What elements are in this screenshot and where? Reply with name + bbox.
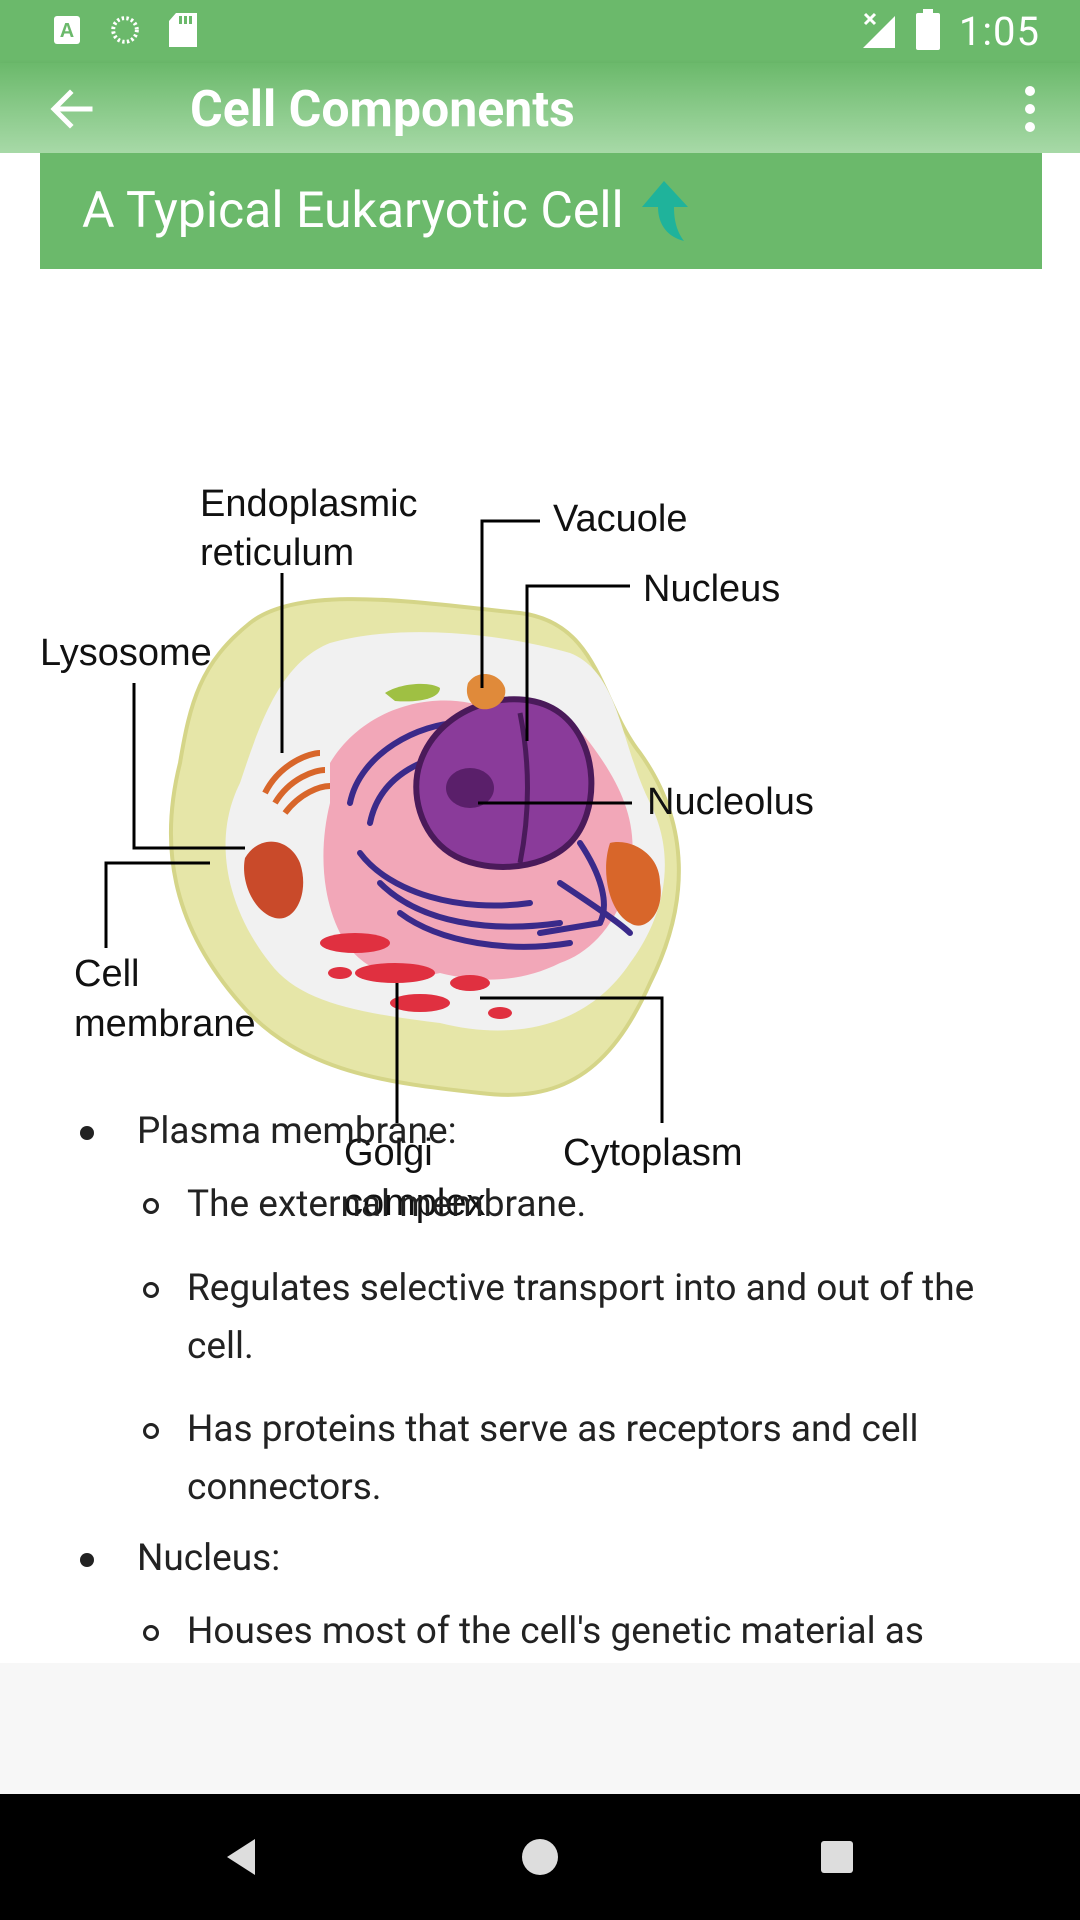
content-scroll[interactable]: A Typical Eukaryotic Cell: [0, 153, 1080, 1663]
text-a-icon: A: [52, 12, 82, 48]
label-lysosome: Lysosome: [40, 632, 212, 674]
label-reticulum: reticulum: [200, 532, 354, 574]
bullet-circle: [143, 1282, 159, 1298]
label-golgi: Golgi: [344, 1132, 433, 1174]
bottom-banner-area: [0, 1663, 1080, 1794]
nav-home-button[interactable]: [510, 1827, 570, 1887]
arrow-left-icon: [50, 89, 93, 129]
list-heading: Nucleus:: [137, 1537, 281, 1580]
label-endoplasmic: Endoplasmic: [200, 483, 418, 525]
label-cell: Cell: [74, 953, 139, 995]
arrow-up-icon[interactable]: [638, 179, 690, 243]
bullet-dot: [80, 1126, 94, 1140]
overflow-menu-button[interactable]: [1010, 83, 1050, 135]
label-vacuole: Vacuole: [553, 498, 688, 540]
bullet-dot: [80, 1553, 94, 1567]
section-header: A Typical Eukaryotic Cell: [40, 153, 1042, 269]
back-button[interactable]: [46, 83, 98, 135]
battery-icon: [915, 8, 941, 55]
label-complex: complex: [344, 1182, 486, 1224]
golgi-er-lines: [262, 750, 331, 815]
list-subitem-text: Regulates selective transport into and o…: [187, 1267, 975, 1368]
home-circle-icon: [522, 1839, 558, 1875]
list-subitem-text: Has proteins that serve as receptors and…: [187, 1408, 919, 1509]
list-heading: Plasma membrane:: [137, 1110, 457, 1153]
green-organelle: [385, 683, 440, 702]
status-bar: A 1:05: [0, 0, 1080, 63]
page-title: Cell Components: [190, 81, 575, 139]
list-subitem-text: Houses most of the cell's genetic materi…: [187, 1610, 924, 1653]
circle-loading-icon: [110, 12, 140, 48]
bullet-circle: [143, 1423, 159, 1439]
status-time: 1:05: [958, 8, 1040, 55]
bullet-circle: [143, 1198, 159, 1214]
system-nav-bar: [0, 1794, 1080, 1920]
bullet-circle: [143, 1625, 159, 1641]
signal-off-icon: [861, 10, 897, 54]
nucleus: [413, 696, 595, 870]
label-nucleus: Nucleus: [643, 568, 780, 610]
back-triangle-icon: [227, 1839, 255, 1875]
sd-card-icon: [168, 12, 198, 48]
label-cytoplasm: Cytoplasm: [563, 1132, 743, 1174]
golgi-complex: [320, 933, 512, 1019]
mitochondrion: [606, 842, 661, 926]
app-bar: Cell Components: [0, 63, 1080, 153]
svg-text:A: A: [60, 20, 74, 42]
section-title: A Typical Eukaryotic Cell: [82, 182, 624, 240]
status-left-icons: A: [52, 12, 198, 48]
label-leader-lines: [104, 519, 664, 1123]
vacuole: [466, 673, 506, 710]
lysosome-body: [244, 841, 304, 919]
status-right: 1:05: [861, 8, 1040, 55]
nav-recents-button[interactable]: [807, 1827, 867, 1887]
cell-diagram: Endoplasmic reticulum Vacuole Nucleus Ly…: [40, 483, 814, 1224]
list-subitem-text: The external membrane.: [187, 1183, 587, 1226]
nucleolus: [446, 768, 494, 808]
nav-back-button[interactable]: [213, 1827, 273, 1887]
label-membrane: membrane: [74, 1003, 256, 1045]
more-vert-icon: [1025, 86, 1035, 132]
recents-square-icon: [821, 1841, 853, 1873]
label-nucleolus: Nucleolus: [647, 781, 814, 823]
